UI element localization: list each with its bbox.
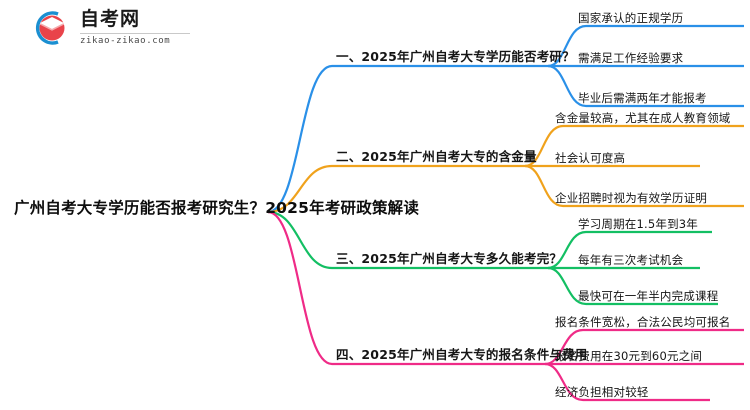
connector-branch-2-leaf-1 — [524, 124, 744, 168]
connector-branch-3-leaf-3 — [547, 266, 718, 306]
connector-branch-4-leaf-3 — [544, 362, 710, 402]
logo-divider — [80, 33, 190, 34]
leaf-node-4-2[interactable]: 报名费用在30元到60元之间 — [555, 349, 703, 363]
logo-domain: zikao-zikao.com — [80, 36, 171, 46]
logo-brand-name: 自考网 — [80, 8, 141, 30]
branch-node-4[interactable]: 四、2025年广州自考大专的报名条件与费用 — [336, 347, 588, 362]
leaf-node-2-3[interactable]: 企业招聘时视为有效学历证明 — [555, 191, 708, 205]
leaf-node-3-1[interactable]: 学习周期在1.5年到3年 — [578, 217, 699, 231]
leaf-node-1-2[interactable]: 需满足工作经验要求 — [578, 51, 684, 65]
mindmap-root-node[interactable]: 广州自考大专学历能否报考研究生？2025年考研政策解读 — [14, 199, 420, 217]
branch-node-2[interactable]: 二、2025年广州自考大专的含金量 — [336, 149, 537, 164]
leaf-node-3-3[interactable]: 最快可在一年半内完成课程 — [578, 289, 719, 303]
connector-branch-1-leaf-1 — [547, 24, 744, 68]
connector-root-to-branch-3 — [267, 210, 333, 270]
site-logo[interactable]: 自考网 zikao-zikao.com — [28, 8, 190, 48]
leaf-node-2-1[interactable]: 含金量较高，尤其在成人教育领域 — [555, 111, 731, 125]
leaf-node-1-1[interactable]: 国家承认的正规学历 — [578, 11, 684, 25]
leaf-node-3-2[interactable]: 每年有三次考试机会 — [578, 253, 684, 267]
logo-text-block: 自考网 zikao-zikao.com — [80, 10, 190, 46]
connector-branch-1-leaf-3 — [547, 64, 744, 108]
leaf-node-4-3[interactable]: 经济负担相对较轻 — [555, 385, 649, 399]
branch-node-3[interactable]: 三、2025年广州自考大专多久能考完？ — [336, 251, 563, 266]
connector-root-to-branch-1 — [267, 64, 333, 214]
connector-branch-3-leaf-1 — [547, 230, 712, 270]
leaf-node-2-2[interactable]: 社会认可度高 — [555, 151, 626, 165]
graduation-cap-icon — [28, 8, 72, 48]
connector-root-to-branch-2 — [267, 164, 333, 214]
connector-root-to-branch-4 — [267, 210, 333, 366]
branch-node-1[interactable]: 一、2025年广州自考大专学历能否考研？ — [336, 49, 575, 64]
connector-branch-2-leaf-3 — [524, 164, 744, 208]
leaf-node-4-1[interactable]: 报名条件宽松，合法公民均可报名 — [555, 315, 731, 329]
leaf-node-1-3[interactable]: 毕业后需满两年才能报考 — [578, 91, 707, 105]
connector-branch-4-leaf-1 — [544, 328, 744, 366]
